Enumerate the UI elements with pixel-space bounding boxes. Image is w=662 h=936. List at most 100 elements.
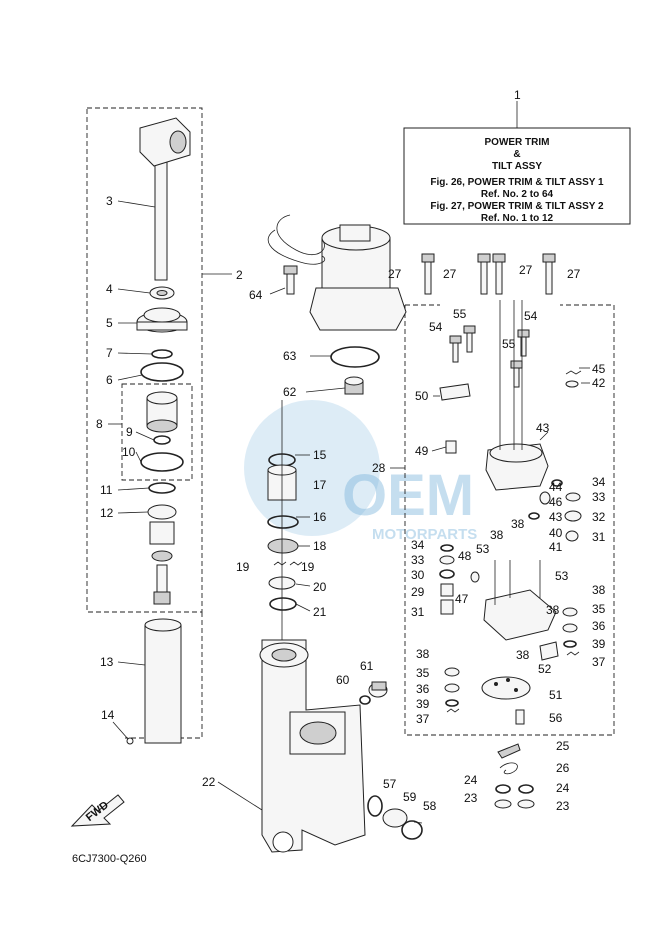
callout-12: 12 — [100, 506, 114, 520]
callout-26: 26 — [556, 761, 570, 775]
callout-60: 60 — [336, 673, 350, 687]
callout-18: 18 — [313, 539, 327, 553]
callout-8: 8 — [96, 417, 103, 431]
callout-7: 7 — [106, 346, 113, 360]
callout-55a: 55 — [453, 307, 467, 321]
callout-3: 3 — [106, 194, 113, 208]
callout-32: 32 — [592, 510, 606, 524]
callout-53a: 53 — [476, 542, 490, 556]
callout-64: 64 — [249, 288, 263, 302]
callout-30: 30 — [411, 568, 425, 582]
callout-29: 29 — [411, 585, 425, 599]
fwd-arrow: FWD — [70, 794, 125, 827]
callout-33b: 33 — [592, 490, 606, 504]
callout-50: 50 — [415, 389, 429, 403]
callout-27b: 27 — [443, 267, 457, 281]
callout-19a: 19 — [236, 560, 250, 574]
callout-43b: 43 — [549, 510, 563, 524]
callout-17: 17 — [313, 478, 327, 492]
callout-1: 1 — [514, 88, 521, 102]
callout-22: 22 — [202, 775, 216, 789]
center-small-parts — [330, 346, 380, 395]
callout-51: 51 — [549, 688, 563, 702]
callout-63: 63 — [283, 349, 297, 363]
callout-21: 21 — [313, 605, 327, 619]
info-box-line-7: Ref. No. 1 to 12 — [481, 213, 554, 224]
callout-54b: 54 — [524, 309, 538, 323]
info-box-line-3: TILT ASSY — [492, 161, 542, 172]
info-box-line-5: Ref. No. 2 to 64 — [481, 189, 554, 200]
callout-37b: 37 — [592, 655, 606, 669]
info-box-line-2: & — [513, 149, 520, 160]
callout-23a: 23 — [464, 791, 478, 805]
callout-10: 10 — [122, 445, 136, 459]
callout-6: 6 — [106, 373, 113, 387]
center-column-parts — [267, 400, 303, 640]
callout-42: 42 — [592, 376, 606, 390]
callout-33a: 33 — [411, 553, 425, 567]
callout-53b: 53 — [555, 569, 569, 583]
callout-41: 41 — [549, 540, 563, 554]
callout-43a: 43 — [536, 421, 550, 435]
callout-27a: 27 — [388, 267, 402, 281]
callout-9: 9 — [126, 425, 133, 439]
callout-38f: 38 — [592, 583, 606, 597]
callout-40: 40 — [549, 526, 563, 540]
callout-48: 48 — [458, 549, 472, 563]
callout-45: 45 — [592, 362, 606, 376]
callout-35b: 35 — [592, 602, 606, 616]
callout-61: 61 — [360, 659, 374, 673]
motor-assembly — [267, 214, 407, 331]
callout-24a: 24 — [464, 773, 478, 787]
callout-28: 28 — [372, 461, 386, 475]
callout-24b: 24 — [556, 781, 570, 795]
callout-46: 46 — [549, 495, 563, 509]
callout-34a: 34 — [411, 538, 425, 552]
callout-49: 49 — [415, 444, 429, 458]
callout-35a: 35 — [416, 666, 430, 680]
info-box-line-1: POWER TRIM — [485, 137, 550, 148]
callout-37a: 37 — [416, 712, 430, 726]
callouts: 1 2 3 4 5 6 7 8 9 10 11 12 13 14 15 16 1… — [96, 88, 606, 813]
callout-44: 44 — [549, 480, 563, 494]
callout-31a: 31 — [411, 605, 425, 619]
callout-58: 58 — [423, 799, 437, 813]
callout-27d: 27 — [567, 267, 581, 281]
callout-38b: 38 — [490, 528, 504, 542]
callout-15: 15 — [313, 448, 327, 462]
callout-52: 52 — [538, 662, 552, 676]
info-box: POWER TRIM & TILT ASSY Fig. 26, POWER TR… — [403, 106, 631, 225]
callout-38d: 38 — [546, 603, 560, 617]
main-housing — [259, 639, 423, 853]
callout-55b: 55 — [502, 337, 516, 351]
callout-13: 13 — [100, 655, 114, 669]
callout-36a: 36 — [416, 682, 430, 696]
watermark-text-2: MOTORPARTS — [372, 526, 477, 543]
valve-block — [421, 253, 582, 809]
info-box-line-4: Fig. 26, POWER TRIM & TILT ASSY 1 — [430, 177, 604, 188]
callout-54a: 54 — [429, 320, 443, 334]
leader-lines — [108, 101, 590, 824]
callout-23b: 23 — [556, 799, 570, 813]
callout-2: 2 — [236, 268, 243, 282]
callout-20: 20 — [313, 580, 327, 594]
callout-38e: 38 — [516, 648, 530, 662]
callout-57: 57 — [383, 777, 397, 791]
callout-56: 56 — [549, 711, 563, 725]
callout-59: 59 — [403, 790, 417, 804]
watermark-text-1: OEM — [342, 463, 474, 528]
callout-36b: 36 — [592, 619, 606, 633]
callout-19b: 19 — [301, 560, 315, 574]
callout-34b: 34 — [592, 475, 606, 489]
watermark: OEM MOTORPARTS — [244, 400, 477, 543]
callout-39b: 39 — [592, 637, 606, 651]
info-box-line-6: Fig. 27, POWER TRIM & TILT ASSY 2 — [430, 201, 604, 212]
callout-27c: 27 — [519, 263, 533, 277]
callout-16: 16 — [313, 510, 327, 524]
callout-47: 47 — [455, 592, 469, 606]
drawing-code: 6CJ7300-Q260 — [72, 853, 147, 865]
tilt-rod-group — [126, 117, 191, 745]
callout-5: 5 — [106, 316, 113, 330]
callout-38c: 38 — [511, 517, 525, 531]
